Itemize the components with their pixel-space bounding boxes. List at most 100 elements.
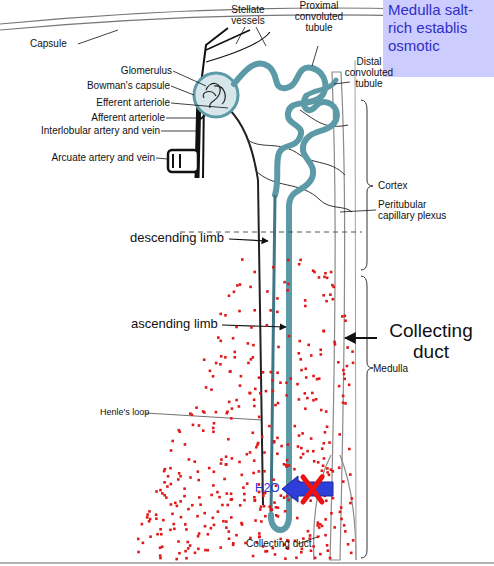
salt-dot (322, 464, 325, 467)
salt-dot (276, 297, 279, 300)
salt-dot (203, 411, 206, 414)
salt-dot (330, 512, 333, 515)
salt-dot (317, 521, 320, 524)
salt-dot (234, 356, 237, 359)
salt-dot (159, 554, 162, 557)
part-label: Cortex (378, 180, 438, 191)
salt-dot (350, 552, 353, 555)
salt-dot (217, 510, 220, 513)
salt-dot (210, 388, 213, 391)
salt-dot (342, 369, 345, 372)
salt-dot (310, 354, 313, 357)
salt-dot (266, 290, 269, 293)
salt-dot (230, 417, 233, 420)
salt-dot (274, 404, 277, 407)
salt-dot (302, 453, 305, 456)
salt-dot (227, 438, 230, 441)
salt-dot (264, 515, 267, 518)
salt-dot (195, 406, 198, 409)
salt-dot (228, 530, 231, 533)
salt-dot (231, 407, 234, 410)
salt-dot (279, 381, 282, 384)
note-box: Medulla salt-rich establis osmotic (383, 0, 494, 77)
salt-dot (141, 523, 144, 526)
salt-dot (304, 407, 307, 410)
salt-dot (167, 475, 170, 478)
salt-dot (146, 516, 149, 519)
salt-dot (337, 361, 340, 364)
salt-dot (305, 376, 308, 379)
salt-dot (209, 370, 212, 373)
salt-dot (347, 543, 350, 546)
salt-dot (324, 534, 327, 537)
leader-line (145, 413, 262, 420)
salt-dot (231, 498, 234, 501)
salt-dot (313, 460, 316, 463)
salt-dot (197, 470, 200, 473)
salt-dot (191, 504, 194, 507)
salt-dot (317, 535, 320, 538)
salt-dot (173, 528, 176, 531)
salt-dot (298, 263, 301, 266)
salt-dot (306, 450, 309, 453)
salt-dot (325, 410, 328, 413)
blocked-cross (303, 477, 322, 502)
salt-dot (183, 495, 186, 498)
salt-dot (255, 446, 258, 449)
collecting-duct-wall (355, 60, 356, 560)
salt-dot (254, 388, 257, 391)
salt-dot (273, 441, 276, 444)
salt-dot (210, 494, 213, 497)
salt-dot (326, 544, 329, 547)
cortex-bracket (361, 100, 373, 270)
salt-dot (246, 453, 249, 456)
part-label: Collecting duct (378, 320, 484, 363)
salt-dot (184, 443, 187, 446)
salt-dot (235, 326, 238, 329)
salt-dot (351, 350, 354, 353)
salt-dot (338, 466, 341, 469)
salt-dot (276, 437, 279, 440)
salt-dot (205, 386, 208, 389)
leader-line (171, 86, 194, 95)
salt-dot (258, 535, 261, 538)
salt-dot (247, 362, 250, 365)
salt-dot (323, 276, 326, 279)
salt-dot (196, 515, 199, 518)
salt-dot (285, 394, 288, 397)
salt-dot (317, 461, 320, 464)
salt-dot (333, 341, 336, 344)
salt-dot (258, 532, 261, 535)
salt-dot (148, 520, 151, 523)
bowmans-capsule (194, 73, 238, 117)
salt-dot (259, 392, 262, 395)
salt-dot (161, 545, 164, 548)
salt-dot (225, 520, 228, 523)
salt-dot (225, 412, 228, 415)
salt-dot (238, 310, 241, 313)
salt-dot (202, 429, 205, 432)
salt-dot (260, 520, 263, 523)
salt-dot (280, 445, 283, 448)
salt-dot (310, 549, 313, 552)
salt-dot (189, 544, 192, 547)
salt-dot (306, 397, 309, 400)
salt-dot (316, 524, 319, 527)
salt-dot (273, 440, 276, 443)
salt-dot (213, 470, 216, 473)
salt-dot (177, 478, 180, 481)
salt-dot (233, 291, 236, 294)
salt-dot (220, 458, 223, 461)
salt-dot (225, 463, 228, 466)
descending-limb (271, 195, 275, 515)
salt-dot (298, 434, 301, 437)
salt-dot (148, 510, 151, 513)
salt-dot (170, 449, 173, 452)
salt-dot (163, 481, 166, 484)
salt-dot (319, 348, 322, 351)
salt-dot (286, 495, 289, 498)
collecting-duct-branch (340, 455, 356, 560)
salt-dot (344, 319, 347, 322)
salt-dot (340, 518, 343, 521)
